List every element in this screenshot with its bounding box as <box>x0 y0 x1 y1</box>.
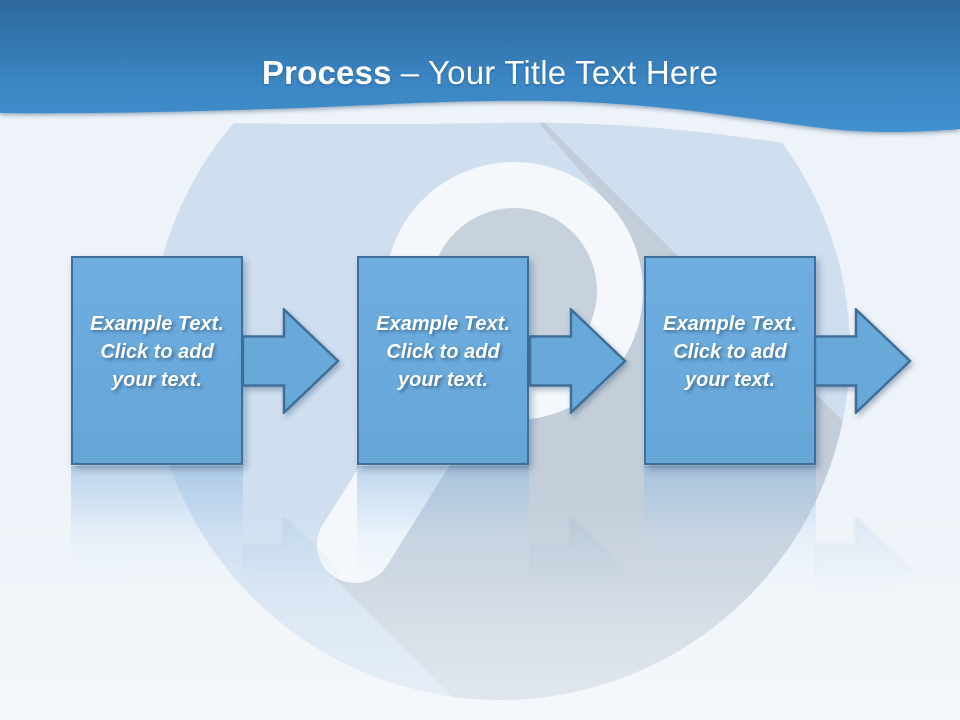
arrow-right-shape-2[interactable] <box>529 308 627 414</box>
header-wave <box>0 0 960 133</box>
process-step-box-3[interactable]: Example Text. Click to add your text. <box>644 256 816 465</box>
step-placeholder-text: Example Text. Click to add your text. <box>90 313 224 391</box>
arrow-reflection-3 <box>814 517 912 623</box>
arrow-right-shape-1[interactable] <box>242 308 340 414</box>
arrow-right-shape-3[interactable] <box>814 308 912 414</box>
box-reflection-2 <box>357 466 529 580</box>
slide-title[interactable]: Process– Your Title Text Here <box>10 54 960 92</box>
title-subtitle: – Your Title Text Here <box>400 54 719 91</box>
box-reflection-3 <box>644 466 816 580</box>
arrow-reflection-2 <box>529 517 627 623</box>
process-step-box-2[interactable]: Example Text. Click to add your text. <box>357 256 529 465</box>
box-reflection-1 <box>71 466 243 580</box>
step-placeholder-text: Example Text. Click to add your text. <box>663 313 797 391</box>
arrow-reflection-1 <box>242 517 340 623</box>
process-step-box-1[interactable]: Example Text. Click to add your text. <box>71 256 243 465</box>
step-placeholder-text: Example Text. Click to add your text. <box>376 313 510 391</box>
title-keyword: Process <box>261 54 392 91</box>
